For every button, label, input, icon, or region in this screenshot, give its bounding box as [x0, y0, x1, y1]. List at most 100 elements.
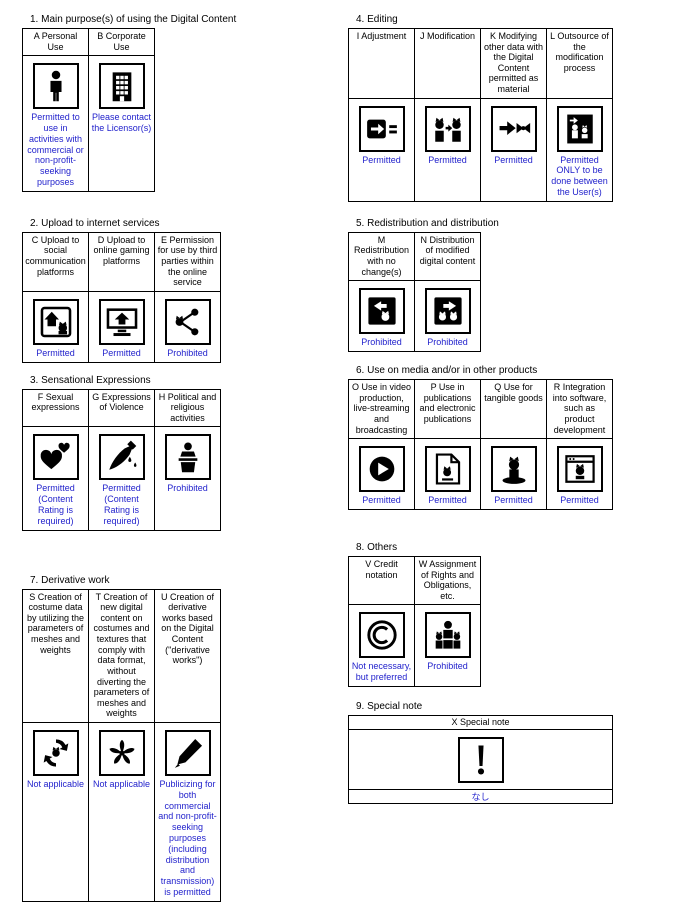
- section-title: 3. Sensational Expressions: [30, 374, 151, 386]
- section-title: 2. Upload to internet services: [30, 217, 160, 229]
- status-text: Permitted: [494, 154, 533, 165]
- cell-header: H Political and religious activities: [154, 388, 221, 428]
- cell-header: O Use in video production, live-streamin…: [348, 379, 415, 440]
- status-text: Permitted: [36, 347, 75, 358]
- status-text: Permitted: [362, 495, 401, 506]
- status-text: Permitted: [362, 154, 401, 165]
- cell-body: Permitted: [348, 97, 415, 202]
- video-play-icon: [358, 446, 405, 493]
- cell-body: Not applicable: [88, 721, 155, 902]
- status-text: Please contact the Licensor(s): [91, 112, 152, 134]
- cell-header: M Redistribution with no change(s): [348, 231, 415, 282]
- cell-header: R Integration into software, such as pro…: [546, 379, 613, 440]
- cell-header: S Creation of costume data by utilizing …: [22, 588, 89, 723]
- cell-header: X Special note: [348, 714, 613, 730]
- outsource-icon: [556, 105, 603, 152]
- status-text: Not applicable: [26, 778, 85, 789]
- cell-body: Prohibited: [414, 604, 481, 687]
- cell-header: I Adjustment: [348, 28, 415, 99]
- status-text: Permitted: [494, 495, 533, 506]
- status-text: Not necessary, but preferred: [351, 661, 412, 683]
- section-title: 7. Derivative work: [30, 574, 110, 586]
- status-text: Prohibited: [427, 661, 468, 672]
- status-text: Permitted: [428, 154, 467, 165]
- cell-status: なし: [348, 788, 613, 805]
- cell-body: Please contact the Licensor(s): [88, 55, 155, 192]
- section-sensational-expressions: 3. Sensational Expressions F Sexual expre…: [22, 375, 334, 531]
- table-media-products: O Use in video production, live-streamin…: [348, 379, 613, 510]
- cell-body: Permitted ONLY to be done between the Us…: [546, 97, 613, 202]
- cell-body: Permitted: [414, 438, 481, 510]
- cell-header: D Upload to online gaming platforms: [88, 231, 155, 292]
- cell-header: F Sexual expressions: [22, 388, 89, 428]
- violence-knife-icon: [98, 434, 145, 481]
- cell-header: Q Use for tangible goods: [480, 379, 547, 440]
- status-text: Permitted: [560, 495, 599, 506]
- assignment-icon: [424, 612, 471, 659]
- section-special-note: 9. Special note X Special note なし: [348, 700, 680, 805]
- section-title: 1. Main purpose(s) of using the Digital …: [30, 14, 237, 25]
- cell-body: Permitted to use in activities with comm…: [22, 55, 89, 192]
- status-text: Prohibited: [361, 337, 402, 348]
- costume-recycle-icon: [32, 729, 79, 776]
- left-column: 1. Main purpose(s) of using the Digital …: [22, 14, 334, 902]
- upload-gaming-icon: [98, 298, 145, 345]
- cell-body: Publicizing for both commercial and non-…: [154, 721, 221, 902]
- section-main-purpose: 1. Main purpose(s) of using the Digital …: [22, 14, 334, 192]
- status-text: Not applicable: [92, 778, 151, 789]
- cell-body: Permitted (Content Rating is required): [22, 426, 89, 531]
- political-podium-icon: [164, 434, 211, 481]
- building-icon: [98, 63, 145, 110]
- section-title: 6. Use on media and/or in other products: [356, 365, 538, 377]
- section-title: 4. Editing: [356, 14, 398, 25]
- distribute-modified-icon: [424, 288, 471, 335]
- status-text: Permitted: [428, 495, 467, 506]
- hearts-icon: [32, 434, 79, 481]
- cell-body: Permitted: [480, 97, 547, 202]
- cell-body: Permitted (Content Rating is required): [88, 426, 155, 531]
- section-derivative-work: 7. Derivative work S Creation of costume …: [22, 575, 334, 902]
- status-text: Prohibited: [427, 337, 468, 348]
- status-text: Permitted ONLY to be done between the Us…: [551, 154, 608, 198]
- status-text: Publicizing for both commercial and non-…: [158, 778, 217, 897]
- cell-header: A Personal Use: [22, 27, 89, 57]
- status-text: なし: [471, 791, 490, 802]
- section-redistribution: 5. Redistribution and distribution M Redi…: [348, 217, 680, 353]
- upload-social-icon: [32, 298, 79, 345]
- person-icon: [32, 63, 79, 110]
- cell-header: C Upload to social communication platfor…: [22, 231, 89, 292]
- third-party-share-icon: [164, 298, 211, 345]
- status-text: Permitted: [102, 347, 141, 358]
- table-upload-internet: C Upload to social communication platfor…: [22, 231, 221, 363]
- adjustment-icon: [358, 105, 405, 152]
- cell-header: K Modifying other data with the Digital …: [480, 28, 547, 99]
- cell-header: U Creation of derivative works based on …: [154, 588, 221, 723]
- cell-body: Permitted: [22, 290, 89, 363]
- cell-body: Prohibited: [348, 280, 415, 353]
- cell-header: N Distribution of modified digital conte…: [414, 231, 481, 282]
- cell-body: [348, 728, 613, 790]
- section-title: 9. Special note: [356, 700, 423, 712]
- status-text: Permitted to use in activities with comm…: [27, 112, 84, 187]
- section-upload-internet: 2. Upload to internet services C Upload t…: [22, 218, 334, 363]
- cell-header: V Credit notation: [348, 555, 415, 606]
- status-text: Prohibited: [167, 347, 208, 358]
- cell-body: Prohibited: [154, 290, 221, 363]
- cell-header: P Use in publications and electronic pub…: [414, 379, 481, 440]
- section-title: 5. Redistribution and distribution: [356, 217, 499, 229]
- cell-header: W Assignment of Rights and Obligations, …: [414, 555, 481, 606]
- status-text: Prohibited: [167, 483, 208, 494]
- cell-body: Permitted: [480, 438, 547, 510]
- tangible-goods-icon: [490, 446, 537, 493]
- cell-body: Permitted: [88, 290, 155, 363]
- copyright-icon: [358, 612, 405, 659]
- table-redistribution: M Redistribution with no change(s)N Dist…: [348, 231, 481, 353]
- texture-creation-icon: [98, 729, 145, 776]
